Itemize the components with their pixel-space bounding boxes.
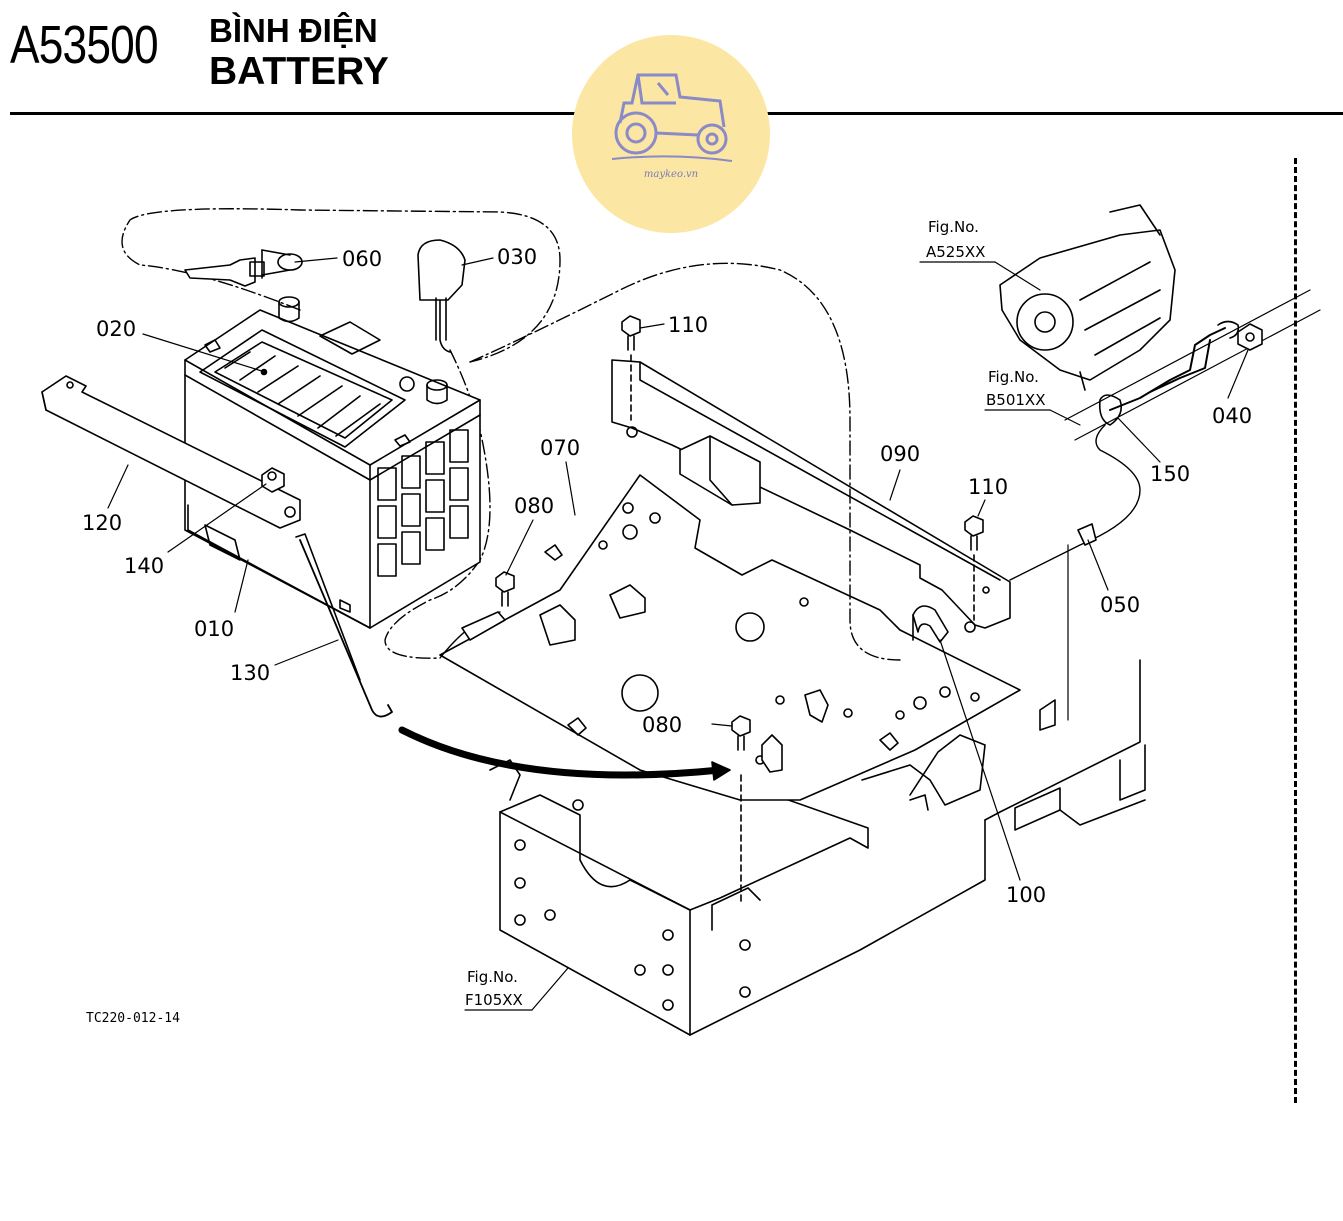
- part-label-110-lower: 110: [968, 475, 1008, 499]
- part-label-080-left: 080: [514, 494, 554, 518]
- fig-ref-code-f105: F105XX: [465, 991, 523, 1009]
- page-code: A53500: [10, 15, 159, 75]
- ground-cable-040: [1098, 320, 1263, 426]
- ground-wire-route: [1009, 424, 1141, 581]
- fig-ref-code-b501: B501XX: [986, 391, 1045, 409]
- battery-020: [184, 296, 481, 629]
- page-edge-dashed-line: [1294, 158, 1297, 1103]
- clip-050: [1077, 523, 1097, 546]
- logo-text: maykeo.vn: [643, 169, 699, 180]
- part-label-010: 010: [194, 617, 234, 641]
- chassis-frame: [489, 659, 1146, 1036]
- part-label-040: 040: [1212, 404, 1252, 428]
- fig-ref-label-f105: Fig.No.: [467, 968, 518, 986]
- part-label-070: 070: [540, 436, 580, 460]
- bolt-080-right: [731, 715, 751, 906]
- cable-lug: [461, 611, 506, 641]
- terminal-cover-030: [417, 239, 466, 353]
- page-title-vietnamese: BÌNH ĐIỆN: [209, 12, 378, 49]
- cable-terminal-060: [184, 249, 303, 287]
- page-title-english: BATTERY: [209, 50, 389, 93]
- part-label-050: 050: [1100, 593, 1140, 617]
- fig-ref-label-b501: Fig.No.: [988, 368, 1039, 386]
- part-label-140: 140: [124, 554, 164, 578]
- part-label-020: 020: [96, 317, 136, 341]
- fig-ref-code-a525: A525XX: [926, 243, 985, 261]
- harness-b501xx: [1064, 289, 1321, 441]
- watermark-logo: maykeo.vn: [572, 35, 770, 233]
- clamp-100: [912, 605, 949, 643]
- starter-motor: [999, 204, 1176, 391]
- bolt-110-lower: [964, 515, 984, 621]
- part-label-120: 120: [82, 511, 122, 535]
- part-label-100: 100: [1006, 883, 1046, 907]
- battery-base-plate-070: [439, 474, 1021, 801]
- battery-holder-120: [41, 375, 301, 529]
- part-label-130: 130: [230, 661, 270, 685]
- hook-rod-130: [299, 539, 393, 718]
- part-label-150: 150: [1150, 462, 1190, 486]
- fig-ref-label-a525: Fig.No.: [928, 218, 979, 236]
- bracket-090: [611, 359, 1011, 633]
- part-label-080-right: 080: [642, 713, 682, 737]
- tractor-icon: [611, 73, 733, 162]
- bolt-110-upper: [621, 315, 641, 421]
- part-label-110-upper: 110: [668, 313, 708, 337]
- part-label-030: 030: [497, 245, 537, 269]
- part-label-090: 090: [880, 442, 920, 466]
- bolt-080-left: [495, 571, 515, 607]
- assembly-arrow: [398, 726, 724, 779]
- drawing-id: TC220-012-14: [86, 1011, 180, 1026]
- nut-140: [261, 467, 285, 493]
- part-label-060: 060: [342, 247, 382, 271]
